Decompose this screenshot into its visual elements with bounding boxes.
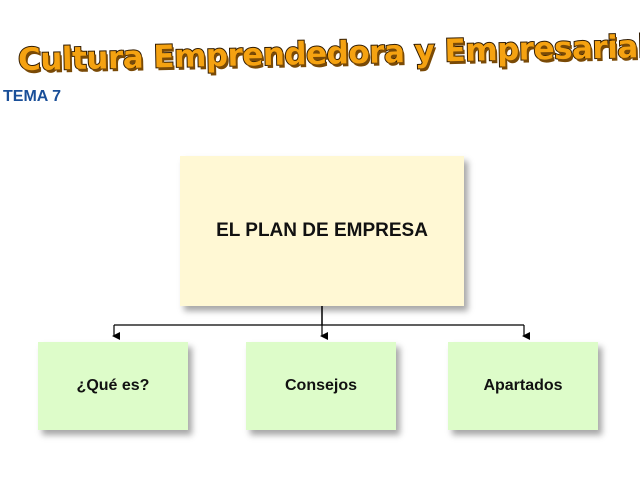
apartados-label: Apartados: [483, 377, 563, 394]
que-es-label: ¿Qué es?: [76, 377, 150, 394]
plan-de-empresa-box[interactable]: EL PLAN DE EMPRESA: [180, 156, 464, 306]
consejos-label: Consejos: [284, 377, 357, 394]
consejos-box[interactable]: Consejos: [246, 342, 396, 430]
topic-label: TEMA 7: [3, 88, 62, 105]
apartados-box[interactable]: Apartados: [448, 342, 598, 430]
plan-de-empresa-label: EL PLAN DE EMPRESA: [216, 220, 428, 241]
que-es-box[interactable]: ¿Qué es?: [38, 342, 188, 430]
